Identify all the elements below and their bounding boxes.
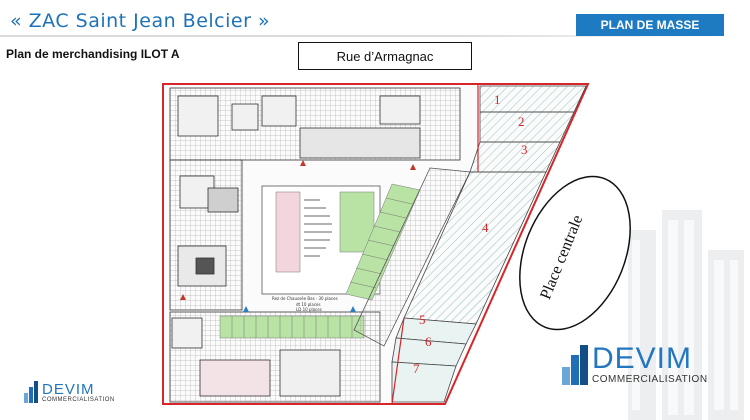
lot-2-label: 2 [518, 114, 525, 129]
plan-subtitle: Plan de merchandising ILOT A [6, 47, 180, 61]
access-arrows [243, 306, 356, 312]
building-bars-icon [562, 344, 588, 385]
retail-lots [391, 85, 587, 403]
devim-tagline-large: COMMERCIALISATION [592, 374, 708, 385]
devim-logo-large: DEVIM COMMERCIALISATION [562, 344, 708, 385]
lot-5-label: 5 [419, 312, 426, 327]
plan-de-masse-badge: PLAN DE MASSE [576, 14, 724, 36]
devim-wordmark-large: DEVIM [592, 342, 693, 375]
building-bars-icon [24, 381, 38, 403]
lot-3-label: 3 [521, 142, 528, 157]
entrance-arrows [180, 160, 416, 300]
parking-strip-bottom [219, 315, 365, 339]
background-building-image [628, 210, 744, 420]
lot-1-label: 1 [494, 92, 501, 107]
central-parking-court [261, 185, 381, 295]
parking-note-1: Rez de Chaussée Bas · 30 places [272, 296, 338, 301]
lot-7-area [391, 361, 457, 403]
lot-3-area [469, 141, 561, 173]
slide-title: « ZAC Saint Jean Belcier » [10, 10, 271, 32]
lot-4-label: 4 [482, 220, 489, 235]
left-building-block [169, 159, 243, 311]
lot-6-label: 6 [425, 334, 432, 349]
street-label: Rue d’Armagnac [336, 48, 434, 64]
title-divider [0, 35, 750, 37]
parking-note-3: LD 10 places [296, 307, 322, 312]
upper-building-block [169, 87, 461, 161]
diagonal-corridor [353, 167, 471, 347]
lot-7-label: 7 [413, 361, 420, 376]
lot-dividers [391, 84, 479, 405]
devim-wordmark-small: DEVIM [42, 380, 95, 398]
parking-note-2: dt 10 places [296, 302, 321, 307]
lot-2-area [479, 111, 575, 143]
place-centrale-ellipse [519, 175, 631, 331]
street-label-box: Rue d’Armagnac [298, 42, 472, 70]
devim-logo-small: DEVIM COMMERCIALISATION [24, 381, 115, 403]
devim-tagline-small: COMMERCIALISATION [42, 396, 115, 403]
